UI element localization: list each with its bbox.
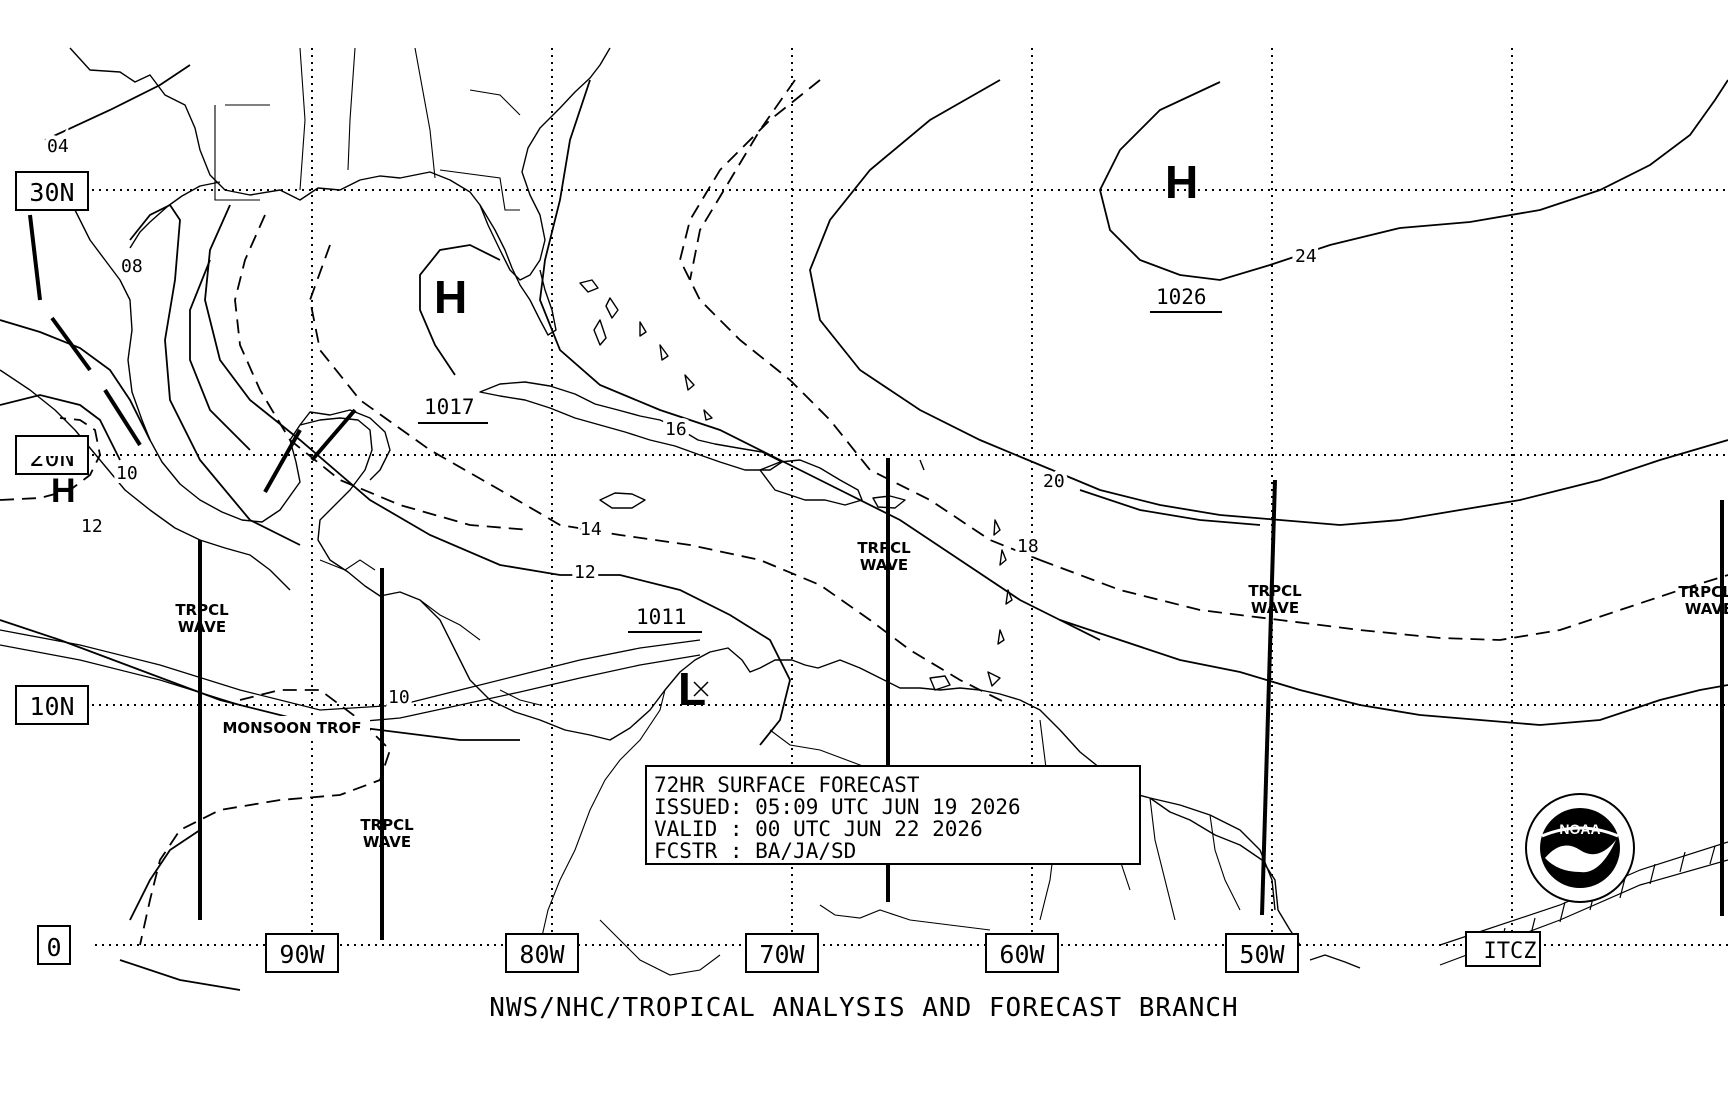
- svg-text:WAVE: WAVE: [178, 618, 226, 636]
- svg-text:WAVE: WAVE: [860, 556, 908, 574]
- isobar-label: 12: [81, 516, 103, 537]
- high-pressure-center: H: [1165, 156, 1198, 208]
- tropical-wave-label: TRPCL WAVE: [1248, 582, 1302, 617]
- svg-text:WAVE: WAVE: [1685, 600, 1728, 618]
- pressure-centers: H 1017 H 1026 H 1014 L 1011: [22, 156, 1222, 715]
- longitude-label: 90W: [279, 940, 325, 969]
- svg-text:TRPCL: TRPCL: [857, 539, 911, 557]
- tropical-waves: [198, 458, 1724, 940]
- latitude-label-10n: 10N: [29, 692, 74, 721]
- latitude-label-equator: 0: [46, 933, 61, 962]
- isobars: [0, 64, 1728, 991]
- tropical-wave-line: [1260, 479, 1277, 916]
- isobar-labels: 04 08 10 12 14 16 18 20 24 12 10: [43, 132, 1321, 712]
- product-footer: NWS/NHC/TROPICAL ANALYSIS AND FORECAST B…: [489, 993, 1238, 1023]
- pressure-value: 1026: [1156, 285, 1207, 309]
- svg-text:TRPCL: TRPCL: [1678, 583, 1728, 601]
- forecast-forecasters: FCSTR : BA/JA/SD: [654, 839, 856, 863]
- forecast-title: 72HR SURFACE FORECAST: [654, 773, 920, 797]
- pressure-value: 1017: [424, 395, 475, 419]
- longitude-labels: 90W 80W 70W 60W 50W ITCZ: [265, 931, 1541, 973]
- high-pressure-center: H: [434, 271, 467, 323]
- longitude-label: 60W: [999, 940, 1045, 969]
- noaa-logo-icon: NOAA: [1525, 793, 1635, 903]
- tropical-wave-label: TRPCL WAVE: [175, 601, 229, 636]
- isobar-label: 24: [1295, 246, 1317, 267]
- forecast-info-box: 72HR SURFACE FORECAST ISSUED: 05:09 UTC …: [645, 765, 1141, 865]
- tropical-wave-label: TRPCL WAVE: [1678, 583, 1728, 618]
- high-pressure-center: H: [51, 472, 76, 510]
- isobar-label: 16: [665, 419, 687, 440]
- isobar-label: 08: [121, 256, 143, 277]
- surface-troughs: [28, 214, 357, 493]
- wave-labels: TRPCL WAVE TRPCL WAVE TRPCL WAVE TRPCL W…: [175, 539, 1728, 851]
- coastlines: [0, 47, 1361, 976]
- isobar-label: 12: [574, 562, 596, 583]
- isobar-label: 04: [47, 136, 69, 157]
- isobar-label: 14: [580, 519, 602, 540]
- latitude-label-30n: 30N: [29, 178, 74, 207]
- noaa-logo-text: NOAA: [1559, 821, 1600, 837]
- monsoon-trough-label: MONSOON TROF: [222, 719, 361, 737]
- isobar-label: 20: [1043, 471, 1065, 492]
- graticule: [85, 48, 1728, 946]
- forecast-valid: VALID : 00 UTC JUN 22 2026: [654, 817, 983, 841]
- longitude-label: 80W: [519, 940, 565, 969]
- longitude-label: 50W: [1239, 940, 1285, 969]
- isobar-label: 10: [116, 463, 138, 484]
- svg-text:TRPCL: TRPCL: [175, 601, 229, 619]
- pressure-value: 1011: [636, 605, 687, 629]
- forecast-issued: ISSUED: 05:09 UTC JUN 19 2026: [654, 795, 1021, 819]
- latitude-labels: 30N 20N 10N 0: [15, 171, 89, 965]
- tropical-wave-label: TRPCL WAVE: [360, 816, 414, 851]
- isobar-label: 10: [388, 687, 410, 708]
- svg-text:TRPCL: TRPCL: [360, 816, 414, 834]
- svg-text:WAVE: WAVE: [1251, 599, 1299, 617]
- isobar-label: 18: [1017, 536, 1039, 557]
- itcz-label: ITCZ: [1484, 939, 1537, 964]
- svg-text:WAVE: WAVE: [363, 833, 411, 851]
- svg-text:TRPCL: TRPCL: [1248, 582, 1302, 600]
- tropical-wave-label: TRPCL WAVE: [857, 539, 911, 574]
- longitude-label: 70W: [759, 940, 805, 969]
